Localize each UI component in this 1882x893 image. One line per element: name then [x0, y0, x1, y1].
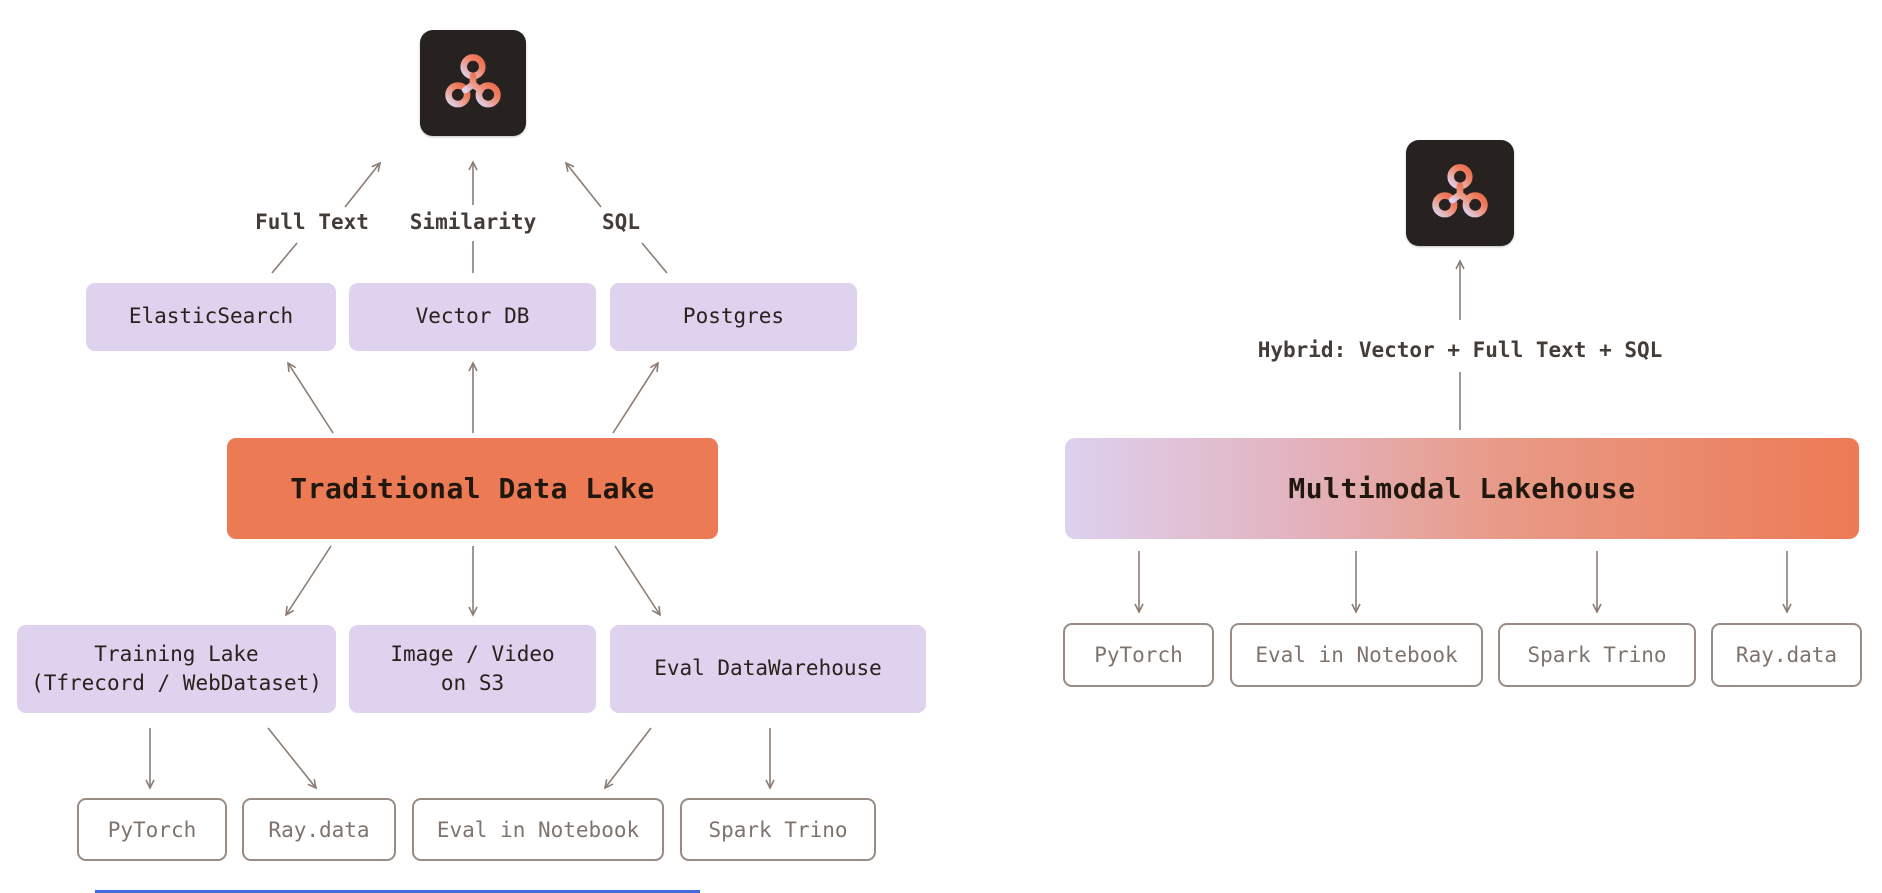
multimodal-lakehouse-box: Multimodal Lakehouse	[1065, 438, 1859, 539]
store-box-training-lake: Training Lake (Tfrecord / WebDataset)	[17, 625, 336, 713]
store-box-image-video-s3: Image / Video on S3	[349, 625, 596, 713]
consumer-box-ray-data: Ray.data	[1711, 623, 1862, 687]
query-label-hybrid: Hybrid: Vector + Full Text + SQL	[1257, 338, 1663, 362]
query-label-similarity: Similarity	[409, 210, 537, 234]
consumer-box-ray-data: Ray.data	[242, 798, 396, 861]
consumer-box-pytorch: PyTorch	[1063, 623, 1214, 687]
consumer-box-pytorch: PyTorch	[77, 798, 227, 861]
store-box-eval-datawarehouse: Eval DataWarehouse	[610, 625, 926, 713]
engine-box-vector-db: Vector DB	[349, 283, 596, 351]
engine-box-postgres: Postgres	[610, 283, 857, 351]
lancedb-logo-icon	[1406, 140, 1514, 246]
consumer-box-spark-trino: Spark Trino	[680, 798, 876, 861]
lancedb-logo-icon	[420, 30, 526, 136]
consumer-box-spark-trino: Spark Trino	[1498, 623, 1696, 687]
query-label-sql: SQL	[602, 210, 640, 234]
consumer-box-eval-in-notebook: Eval in Notebook	[412, 798, 664, 861]
traditional-data-lake-box: Traditional Data Lake	[227, 438, 718, 539]
bottom-blue-strip	[95, 890, 700, 893]
consumer-box-eval-in-notebook: Eval in Notebook	[1230, 623, 1483, 687]
query-label-full-text: Full Text	[255, 210, 369, 234]
engine-box-elasticsearch: ElasticSearch	[86, 283, 336, 351]
